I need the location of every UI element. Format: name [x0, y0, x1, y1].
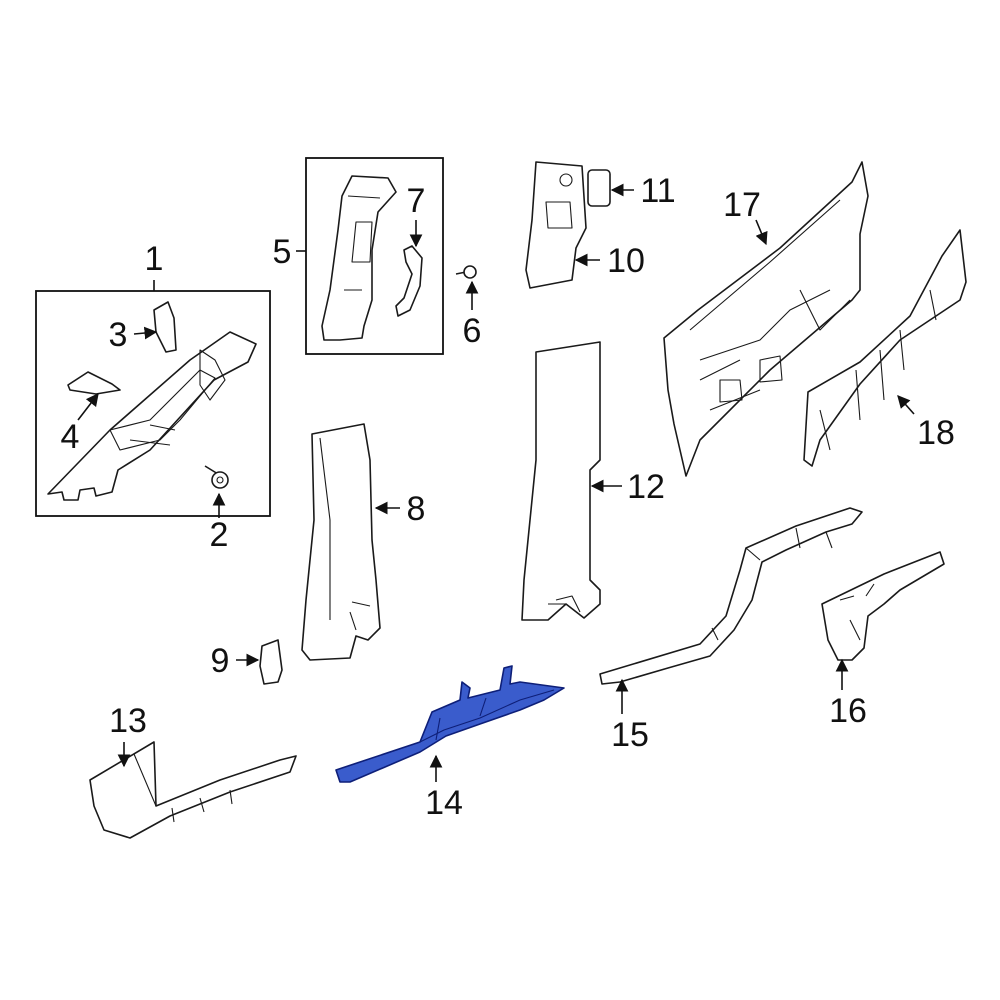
callout-18: 18	[917, 414, 955, 452]
part-11-gasket[interactable]	[587, 169, 611, 207]
part-13-rocker-trim[interactable]	[89, 741, 297, 839]
part-8-lower-trim[interactable]	[301, 423, 381, 661]
part-1-pillar-trim[interactable]	[47, 331, 257, 501]
group-box-1	[35, 290, 271, 517]
callout-1: 1	[145, 240, 164, 278]
callout-13: 13	[109, 702, 147, 740]
part-14-sill-reinforcement[interactable]	[335, 665, 565, 783]
part-10-c-pillar-upper[interactable]	[525, 161, 587, 289]
part-16-bracket[interactable]	[821, 551, 945, 661]
part-9-cap[interactable]	[259, 639, 283, 685]
callout-16: 16	[829, 692, 867, 730]
callout-3: 3	[109, 316, 128, 354]
callout-5: 5	[273, 233, 292, 271]
part-6-push-pin[interactable]	[455, 265, 477, 279]
part-5-upper-trim[interactable]	[321, 175, 397, 341]
callout-12: 12	[627, 468, 665, 506]
callout-6: 6	[463, 312, 482, 350]
part-12-inner-panel[interactable]	[521, 341, 601, 621]
callout-8: 8	[407, 490, 426, 528]
callout-14: 14	[425, 784, 463, 822]
part-3-clip[interactable]	[153, 301, 177, 353]
part-2-screw[interactable]	[204, 465, 229, 489]
callout-17: 17	[723, 186, 761, 224]
callout-9: 9	[211, 642, 230, 680]
callout-15: 15	[611, 716, 649, 754]
part-4-cover[interactable]	[67, 371, 121, 395]
callout-11: 11	[640, 172, 675, 210]
callout-10: 10	[607, 242, 645, 280]
callout-4: 4	[61, 418, 80, 456]
callout-7: 7	[407, 182, 426, 220]
part-17-back-panel[interactable]	[663, 161, 869, 477]
part-18-insulator[interactable]	[803, 229, 967, 467]
part-7-grab-handle[interactable]	[395, 245, 423, 317]
leader-lines	[77, 183, 915, 782]
part-15-rocker-extension[interactable]	[599, 507, 863, 685]
callout-2: 2	[210, 516, 229, 554]
group-box-5	[305, 157, 444, 355]
